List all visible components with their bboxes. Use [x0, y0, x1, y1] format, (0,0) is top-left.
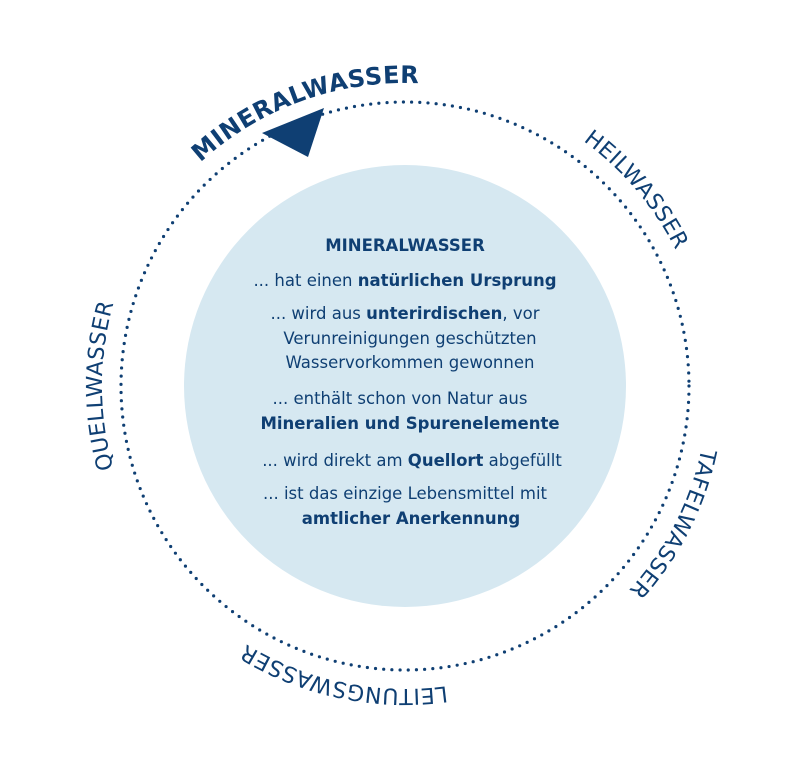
line-8: ... ist das einzige Lebensmittel mit — [263, 484, 548, 503]
center-circle — [184, 165, 626, 607]
line-4: Wasservorkommen gewonnen — [286, 353, 535, 372]
label-leitungswasser[interactable]: LEITUNGSWASSER — [236, 639, 449, 708]
line-2: ... wird aus unterirdischen, vor — [270, 304, 539, 323]
center-title: MINERALWASSER — [325, 236, 485, 255]
line-9: amtlicher Anerkennung — [302, 509, 521, 528]
label-heilwasser[interactable]: HEILWASSER — [579, 126, 692, 254]
label-quellwasser[interactable]: QUELLWASSER — [83, 298, 119, 473]
line-6: Mineralien und Spurenelemente — [260, 414, 559, 433]
dotted-ring — [119, 100, 691, 672]
center-text: MINERALWASSER ... hat einen natürlichen … — [253, 236, 562, 528]
line-7: ... wird direkt am Quellort abgefüllt — [262, 451, 562, 470]
line-1: ... hat einen natürlichen Ursprung — [253, 271, 556, 290]
line-5: ... enthält schon von Natur aus — [273, 389, 528, 408]
label-tafelwasser[interactable]: TAFELWASSER — [624, 446, 720, 603]
arrow-head-icon — [262, 108, 324, 157]
line-3: Verunreinigungen geschützten — [283, 329, 536, 348]
